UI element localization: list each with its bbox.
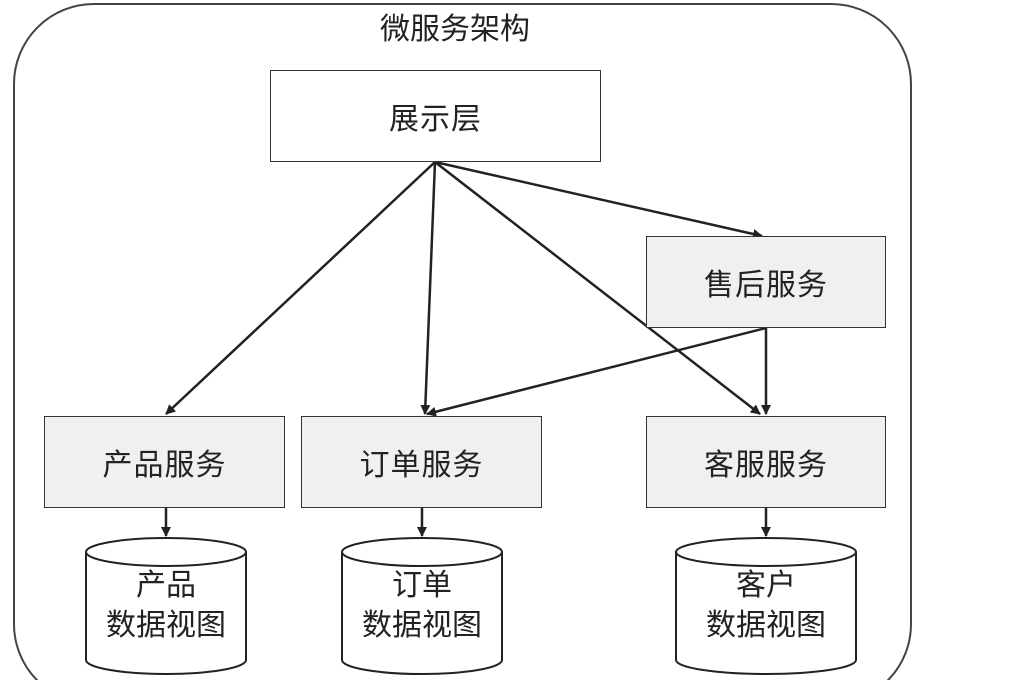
arrow-after-sales-to-order [426,326,767,417]
customer-db-line1: 客户 [736,568,796,603]
presentation-layer-box: 展示层 [270,70,601,162]
after-sales-service-box: 售后服务 [646,236,886,328]
arrow-presentation-to-customer [434,161,761,415]
arrow-presentation-to-after-sales [434,160,763,239]
db-cylinder-order [341,537,503,675]
order-db-line2: 数据视图 [362,608,482,643]
order-db-line1: 订单 [392,568,452,603]
db-cylinder-customer [675,537,857,675]
customer-service-label: 客服服务 [704,448,828,483]
product-db-label: 产品 数据视图 [86,566,246,646]
diagram-title: 微服务架构 [380,12,530,47]
arrow-presentation-to-product [165,161,436,415]
db-cylinder-product [85,537,247,675]
customer-db-label: 客户 数据视图 [686,566,846,646]
presentation-layer-label: 展示层 [389,102,482,137]
product-db-line2: 数据视图 [106,608,226,643]
arrow-presentation-to-order [420,161,437,415]
order-db-label: 订单 数据视图 [342,566,502,646]
order-service-box: 订单服务 [301,416,542,508]
customer-db-line2: 数据视图 [706,608,826,643]
product-service-box: 产品服务 [44,416,285,508]
product-service-label: 产品服务 [102,448,227,483]
product-db-line1: 产品 [136,568,196,603]
architecture-container [13,3,912,680]
order-service-label: 订单服务 [359,448,484,483]
after-sales-service-label: 售后服务 [704,268,828,303]
customer-service-box: 客服服务 [646,416,886,508]
